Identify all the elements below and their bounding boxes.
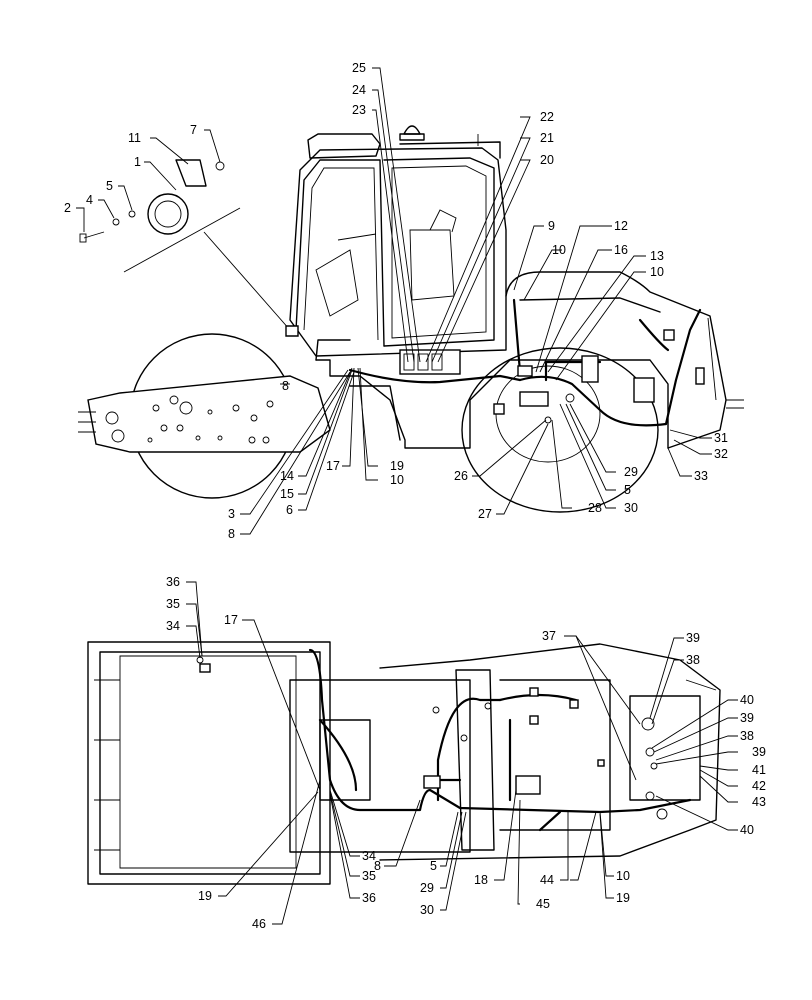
callout: 10 xyxy=(650,265,664,279)
callout: 29 xyxy=(624,465,638,479)
callouts-bottom: 36 35 34 17 37 39 38 40 39 38 39 41 42 4… xyxy=(166,575,766,931)
callout: 46 xyxy=(252,917,266,931)
callout: 38 xyxy=(686,653,700,667)
callout: 10 xyxy=(390,473,404,487)
callout: 19 xyxy=(390,459,404,473)
callout: 29 xyxy=(420,881,434,895)
callout: 8 xyxy=(228,527,235,541)
callout: 25 xyxy=(352,61,366,75)
callout: 37 xyxy=(542,629,556,643)
callout: 21 xyxy=(540,131,554,145)
plan-view-drawing xyxy=(87,641,721,885)
callout: 34 xyxy=(362,849,376,863)
callout: 19 xyxy=(198,889,212,903)
callout: 9 xyxy=(548,219,555,233)
callout: 31 xyxy=(714,431,728,445)
callout: 27 xyxy=(478,507,492,521)
callout: 5 xyxy=(624,483,631,497)
callout: 36 xyxy=(362,891,376,905)
callouts-top: 25 24 23 22 21 20 11 7 1 5 4 2 9 10 12 1… xyxy=(64,61,728,541)
callout: 6 xyxy=(286,503,293,517)
callout: 24 xyxy=(352,83,366,97)
callout: 13 xyxy=(650,249,664,263)
callout: 16 xyxy=(614,243,628,257)
callout: 15 xyxy=(280,487,294,501)
callout: 44 xyxy=(540,873,554,887)
callout: 12 xyxy=(614,219,628,233)
callout: 23 xyxy=(352,103,366,117)
callout: 39 xyxy=(752,745,766,759)
callout: 40 xyxy=(740,693,754,707)
callout: 42 xyxy=(752,779,766,793)
callout: 43 xyxy=(752,795,766,809)
callout: 11 xyxy=(128,131,141,145)
callout: 26 xyxy=(454,469,468,483)
callout: 28 xyxy=(588,501,602,515)
callout: 8 xyxy=(374,859,381,873)
callout: 7 xyxy=(190,123,197,137)
callout: 35 xyxy=(362,869,376,883)
callout: 2 xyxy=(64,201,71,215)
callout: 8 xyxy=(282,379,289,393)
callout: 35 xyxy=(166,597,180,611)
callout: 5 xyxy=(106,179,113,193)
callout: 17 xyxy=(326,459,340,473)
callout: 3 xyxy=(228,507,235,521)
callout: 4 xyxy=(86,193,93,207)
callout: 40 xyxy=(740,823,754,837)
callout: 17 xyxy=(224,613,238,627)
callout: 38 xyxy=(740,729,754,743)
callout: 30 xyxy=(420,903,434,917)
callout: 36 xyxy=(166,575,180,589)
callout: 32 xyxy=(714,447,728,461)
callout: 20 xyxy=(540,153,554,167)
callout: 33 xyxy=(694,469,708,483)
callout: 18 xyxy=(474,873,488,887)
side-view-drawing xyxy=(78,125,744,513)
callout: 1 xyxy=(134,155,141,169)
callout: 41 xyxy=(752,763,766,777)
callout: 39 xyxy=(686,631,700,645)
callout: 39 xyxy=(740,711,754,725)
callout: 10 xyxy=(552,243,566,257)
callout: 22 xyxy=(540,110,554,124)
callout: 45 xyxy=(536,897,550,911)
callout: 19 xyxy=(616,891,630,905)
callout: 30 xyxy=(624,501,638,515)
callout: 10 xyxy=(616,869,630,883)
callout: 34 xyxy=(166,619,180,633)
leader-lines xyxy=(76,67,738,925)
callout: 14 xyxy=(280,469,294,483)
callout: 5 xyxy=(430,859,437,873)
